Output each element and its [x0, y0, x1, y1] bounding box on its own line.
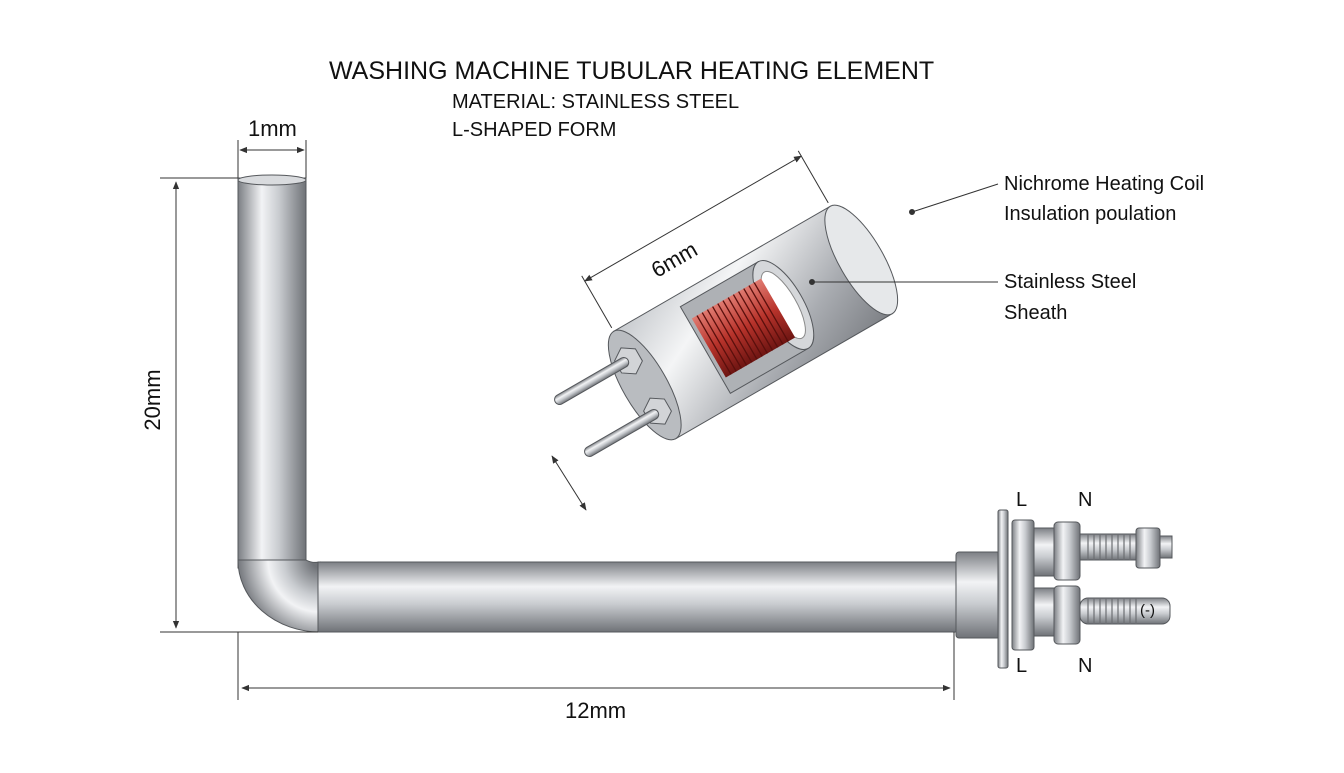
coil-callout: Nichrome Heating Coil: [1004, 173, 1205, 195]
horizontal-length-label: 12mm: [565, 698, 627, 723]
terminal-stud-top: [1053, 521, 1173, 581]
terminal-flange: [955, 509, 1057, 669]
vertical-length-label: 20mm: [140, 369, 165, 430]
terminal-stud-bottom: [1053, 585, 1171, 645]
dimension-lines: [160, 140, 955, 700]
diagram-title: WASHING MACHINE TUBULAR HEATING ELEMENT: [329, 57, 935, 85]
detail-length-label: 6mm: [647, 236, 702, 282]
callout-leaders: [809, 183, 999, 285]
form-label: L-SHAPED FORM: [452, 119, 617, 141]
tube-diameter-label: 1mm: [248, 116, 297, 141]
terminal-label-top-right: N: [1078, 489, 1093, 511]
ground-symbol-label: (-): [1140, 602, 1155, 619]
sheath-callout-line2: Sheath: [1004, 302, 1068, 324]
material-label: MATERIAL: STAINLESS STEEL: [452, 91, 740, 113]
terminal-label-top-left: L: [1016, 489, 1028, 511]
detail-diameter-line: [551, 455, 587, 511]
l-shaped-tube: [237, 174, 969, 633]
terminal-label-bottom-right: N: [1078, 655, 1093, 677]
insulation-callout: Insulation poulation: [1004, 203, 1177, 225]
sheath-callout-line1: Stainless Steel: [1004, 271, 1137, 293]
nichrome-coil: [691, 278, 796, 378]
cutaway-detail: [554, 150, 899, 457]
terminal-label-bottom-left: L: [1016, 655, 1028, 677]
